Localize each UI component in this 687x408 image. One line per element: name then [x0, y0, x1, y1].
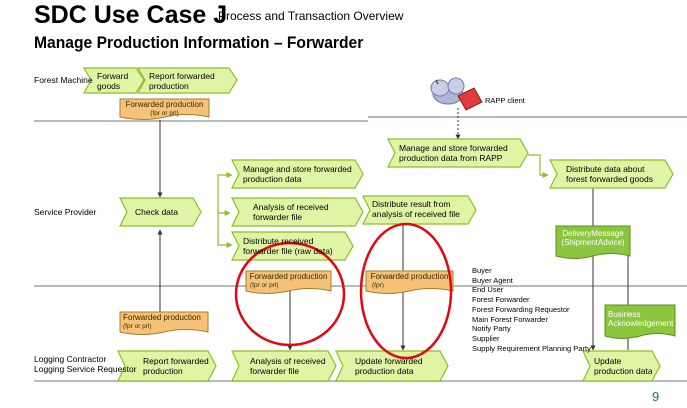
doc-label: Forwarded production(fpr or prl) [123, 313, 201, 330]
process-label: Analysis of received forwarder file [253, 202, 329, 222]
page-title: SDC Use Case J [34, 1, 228, 29]
role-item: Buyer [472, 266, 492, 275]
doc-fp-top [119, 98, 210, 120]
role-item: Supplier [472, 333, 500, 343]
doc-business-ack [604, 304, 676, 339]
doc-business-ack-label: Business Acknowledgement [608, 310, 674, 328]
process-label: Check data [135, 207, 178, 217]
process-report-forwarded-bottom [117, 350, 217, 382]
process-analysis-received [231, 197, 364, 227]
rapp-client-label: RAPP client [485, 96, 525, 105]
process-label: Forward goods [97, 71, 129, 91]
process-label: Distribute data about forest forwarded g… [566, 164, 653, 184]
green-documents [555, 225, 676, 339]
role-item: End User [472, 285, 504, 295]
lane-service-provider: Service Provider [34, 207, 97, 217]
page-subtitle: Process and Transaction Overview [218, 9, 404, 23]
process-label: Distribute result from analysis of recei… [372, 199, 460, 219]
process-distribute-data-about [549, 159, 674, 189]
doc-delivery-message-label: DeliveryMessage (ShipmentAdvice) [561, 229, 625, 247]
diagram-heading: Manage Production Information – Forwarde… [34, 33, 364, 52]
process-analysis-bottom [231, 350, 337, 382]
process-distribute-result [362, 195, 477, 225]
doc-delivery-message [555, 225, 631, 259]
process-update-production [582, 350, 661, 382]
role-item: Buyer Agent [472, 275, 513, 285]
doc-label: Forwarded production(fpr) [370, 272, 449, 289]
process-label: Report forwarded production [149, 71, 215, 91]
doc-label: Forwarded production(fpr or prl) [249, 272, 328, 289]
connectors [157, 108, 631, 351]
process-manage-store-rapp [387, 138, 529, 168]
lane-forest-machine: Forest Machine [34, 75, 93, 85]
doc-fp-mid [245, 270, 332, 294]
green-connectors [217, 154, 549, 248]
highlight-ellipse [234, 241, 346, 347]
process-manage-store [231, 159, 364, 189]
process-report-forwarded-top [136, 67, 238, 94]
document-shapes [119, 98, 454, 335]
role-item: Main Forest Forwarder [472, 314, 548, 324]
highlight-ellipse [359, 222, 453, 360]
doc-fp-right [365, 270, 454, 294]
lane-logging-contractor: Logging Contractor [34, 354, 107, 364]
process-check-data [119, 197, 202, 227]
process-update-forwarded [335, 350, 449, 382]
process-label: Manage and store forwarded production da… [243, 164, 352, 184]
role-item: Supply Requirement Planning Party [472, 343, 591, 353]
page-number: 9 [652, 389, 660, 404]
process-label: Distribute received forwarder file (raw … [243, 236, 333, 256]
process-label: Analysis of received forwarder file [250, 356, 326, 376]
role-item: Notify Party [472, 324, 511, 334]
doc-label: Forwarded production(fpr or prl) [125, 100, 204, 117]
process-shapes [82, 67, 674, 382]
process-label: Manage and store forwarded production da… [399, 143, 508, 163]
process-forward-goods [82, 67, 145, 94]
lane-logging-service-requestor: Logging Service Requestor [34, 364, 137, 374]
role-item: Forest Forwarding Requestor [472, 304, 570, 314]
role-item: Forest Forwarder [472, 295, 530, 305]
process-label: Update production data [594, 356, 653, 376]
process-label: Update forwarded production data [355, 356, 423, 376]
process-label: Report forwarded production [143, 356, 209, 376]
doc-fp-left [119, 311, 209, 335]
rapp-client-icon [430, 77, 483, 111]
